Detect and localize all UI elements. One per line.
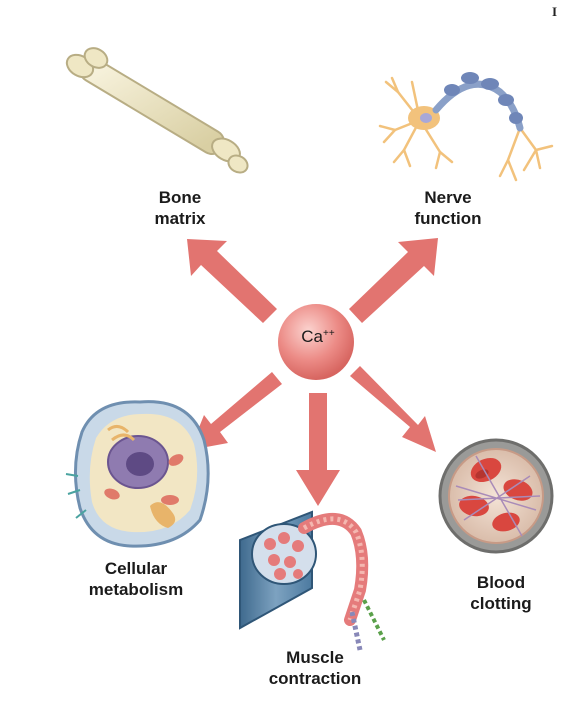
blood-clotting-label: Blood clotting bbox=[446, 572, 556, 614]
muscle-contraction-label: Muscle contraction bbox=[255, 647, 375, 689]
muscle-contraction-line-2: contraction bbox=[268, 669, 362, 688]
blood-clotting-line-1: Blood bbox=[476, 573, 526, 592]
cellular-metabolism-label: Cellular metabolism bbox=[66, 558, 206, 600]
ion-charge: ++ bbox=[323, 328, 335, 339]
bone-icon bbox=[65, 47, 249, 174]
ion-symbol: Ca bbox=[301, 327, 324, 346]
nerve-function-line-1: Nerve bbox=[424, 188, 472, 207]
nerve-function-line-2: function bbox=[414, 209, 482, 228]
arrow-to-bone bbox=[187, 239, 277, 323]
bone-matrix-line-1: Bone bbox=[158, 188, 202, 207]
arrow-to-cell bbox=[190, 372, 282, 450]
calcium-ion-label: Ca++ bbox=[278, 327, 358, 347]
calcium-ion-icon bbox=[278, 304, 354, 380]
cellular-metabolism-line-1: Cellular bbox=[104, 559, 168, 578]
neuron-icon bbox=[378, 72, 554, 182]
arrow-to-muscle bbox=[296, 393, 340, 506]
corner-mark: I bbox=[552, 4, 558, 19]
blood-clotting-line-2: clotting bbox=[470, 594, 532, 613]
bone-matrix-line-2: matrix bbox=[154, 209, 206, 228]
muscle-contraction-line-1: Muscle bbox=[286, 648, 344, 667]
arrow-to-blood bbox=[350, 366, 436, 452]
bone-matrix-label: Bone matrix bbox=[130, 187, 230, 229]
blood-vessel-icon bbox=[438, 438, 554, 554]
muscle-fiber-icon bbox=[239, 510, 386, 651]
cell-icon bbox=[65, 400, 210, 548]
arrow-to-nerve bbox=[349, 238, 438, 323]
nerve-function-label: Nerve function bbox=[388, 187, 508, 229]
cellular-metabolism-line-2: metabolism bbox=[88, 580, 184, 599]
